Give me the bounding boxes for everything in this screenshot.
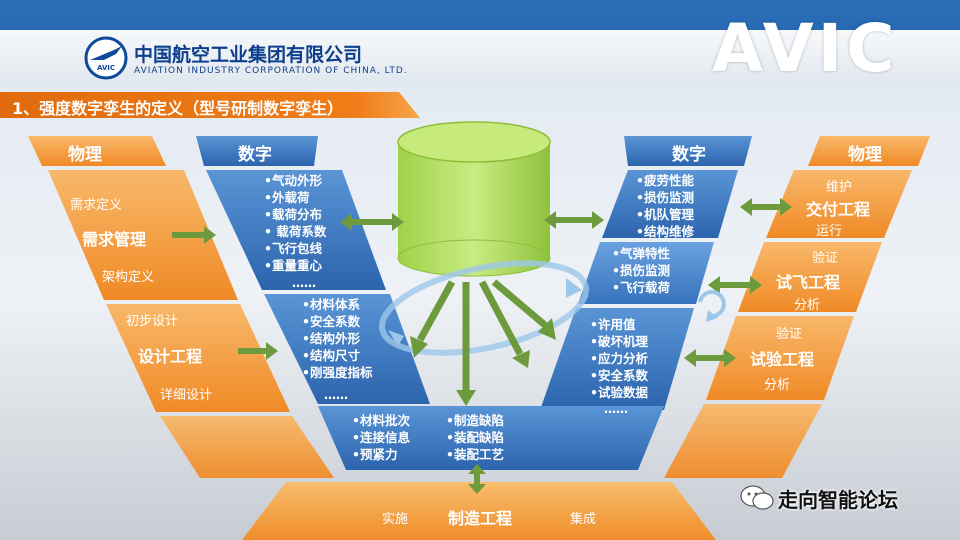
detailed-design-label: 详细设计 [160,384,212,403]
list-item: •结构尺寸 [302,347,373,364]
list-item: • 载荷系数 [264,223,326,240]
list-item: •疲劳性能 [636,172,694,189]
manufacturing-engineering-label: 制造工程 [448,505,512,529]
digital-maintenance-list: •疲劳性能 •损伤监测 •机队管理 •结构维修 [636,172,694,240]
list-item: •气动外形 [264,172,326,189]
list-item: •飞行载荷 [612,279,670,296]
test-engineering-label: 试验工程 [750,346,814,370]
req-definition-label: 需求定义 [70,194,122,213]
list-item: •外载荷 [264,189,326,206]
list-item: •应力分析 [590,350,648,367]
architecture-definition-label: 架构定义 [102,266,154,285]
right-physical-header-label: 物理 [848,140,882,165]
list-item: •试验数据 [590,384,648,401]
digital-bottom-right-list: •制造缺陷 •装配缺陷 •装配工艺 [446,412,504,463]
list-item: •气弹特性 [612,245,670,262]
list-item: •材料批次 [352,412,410,429]
integration-label: 集成 [570,508,596,527]
list-item: •机队管理 [636,206,694,223]
list-item: •损伤监测 [636,189,694,206]
digital-flight-list: •气弹特性 •损伤监测 •飞行载荷 [612,245,670,296]
list-item: •损伤监测 [612,262,670,279]
list-item: •预紧力 [352,446,410,463]
wechat-icon [740,484,774,512]
digital-upper-list: •气动外形 •外载荷 •载荷分布 • 载荷系数 •飞行包线 •重量重心 [264,172,326,274]
maintenance-label: 维护 [826,176,852,195]
left-lower-block [160,416,334,478]
list-item: •安全系数 [302,313,373,330]
left-physical-header-label: 物理 [68,140,102,165]
list-item: •材料体系 [302,296,373,313]
list-item: •刚强度指标 [302,364,373,381]
watermark-text: 走向智能论坛 [778,484,898,513]
list-item: •飞行包线 [264,240,326,257]
list-item: •许用值 [590,316,648,333]
digital-middle-list: •材料体系 •安全系数 •结构外形 •结构尺寸 •刚强度指标 [302,296,373,381]
delivery-engineering-label: 交付工程 [806,196,870,220]
digital-analysis-list: •许用值 •破坏机理 •应力分析 •安全系数 •试验数据 [590,316,648,401]
refresh-arrow-icon [700,292,724,316]
list-item: •制造缺陷 [446,412,504,429]
list-item: •重量重心 [264,257,326,274]
digital-twin-cylinder [398,122,550,276]
cylinder-arrows [410,282,556,406]
list-item: •装配工艺 [446,446,504,463]
implementation-label: 实施 [382,508,408,527]
requirement-management-label: 需求管理 [82,226,146,250]
list-item: •连接信息 [352,429,410,446]
right-lower-block [664,404,822,478]
list-item: •结构外形 [302,330,373,347]
list-item: •破坏机理 [590,333,648,350]
cycle-arrowhead-right [566,278,582,298]
digital-bottom-left-list: •材料批次 •连接信息 •预紧力 [352,412,410,463]
analysis-more-ellipsis: …… [604,402,628,416]
flight-test-engineering-label: 试飞工程 [776,269,840,293]
flight-analysis-label: 分析 [794,294,820,313]
upper-more-ellipsis: …… [292,276,316,290]
flight-verify-label: 验证 [812,247,838,266]
list-item: •安全系数 [590,367,648,384]
test-verify-label: 验证 [776,323,802,342]
middle-more-ellipsis: …… [324,388,348,402]
test-analysis-label: 分析 [764,374,790,393]
design-engineering-label: 设计工程 [138,343,202,367]
operation-label: 运行 [816,220,842,239]
list-item: •结构维修 [636,223,694,240]
preliminary-design-label: 初步设计 [126,310,178,329]
list-item: •装配缺陷 [446,429,504,446]
list-item: •载荷分布 [264,206,326,223]
right-digital-header-label: 数字 [672,140,706,165]
left-digital-header-label: 数字 [238,140,272,165]
